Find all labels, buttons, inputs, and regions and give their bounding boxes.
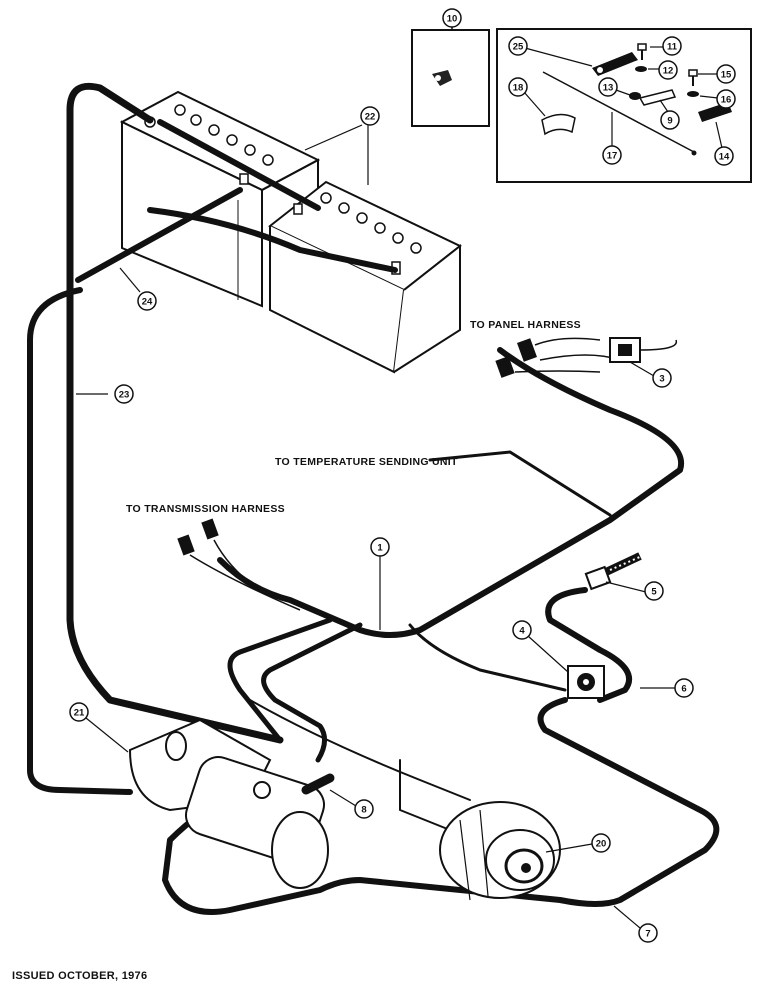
callout-17: 17 [602,112,622,165]
callout-22: 22 [304,106,380,185]
part-5-sender [584,552,643,591]
callout-20: 20 [545,833,611,853]
svg-text:11: 11 [667,42,678,53]
callout-16: 16 [699,89,736,109]
callout-25: 25 [508,36,593,67]
svg-text:10: 10 [447,14,458,25]
svg-text:14: 14 [719,152,730,163]
alternator-20 [439,801,561,901]
callout-4: 4 [512,620,569,673]
part-4-regulator [567,665,605,699]
callout-3: 3 [629,361,672,388]
panel-harness-connectors [495,337,621,378]
svg-text:23: 23 [119,390,130,401]
svg-text:15: 15 [721,70,732,81]
label-temp-sending-unit: TO TEMPERATURE SENDING UNIT [275,456,458,468]
svg-text:8: 8 [361,805,366,816]
transmission-harness-connectors [177,518,301,611]
callout-18: 18 [508,77,546,117]
svg-text:24: 24 [142,297,153,308]
svg-text:9: 9 [667,116,672,127]
svg-text:13: 13 [603,83,614,94]
ground-cable [27,287,133,795]
callout-5: 5 [605,581,664,601]
callout-6: 6 [640,678,694,698]
svg-text:16: 16 [721,95,732,106]
callout-23: 23 [76,384,134,404]
svg-text:20: 20 [596,839,607,850]
svg-text:4: 4 [519,626,525,637]
part-8-lead [301,773,335,795]
callout-8: 8 [329,789,374,819]
svg-text:12: 12 [663,66,674,77]
harness-1 [217,347,685,638]
callout-1: 1 [370,537,390,630]
callout-10: 10 [442,8,462,30]
svg-text:18: 18 [513,83,524,94]
callout-9: 9 [659,99,680,130]
callout-15: 15 [698,64,736,84]
cable-6 [545,587,633,703]
callout-13: 13 [598,77,631,97]
cable-23 [66,82,284,744]
inset-clip-box [411,29,490,127]
svg-text:3: 3 [659,374,664,385]
callout-7: 7 [613,905,658,943]
svg-text:22: 22 [365,112,376,123]
cable-7 [162,697,720,915]
battery-right [268,180,462,374]
svg-text:6: 6 [681,684,686,695]
svg-text:25: 25 [513,42,524,53]
svg-text:5: 5 [651,587,657,598]
svg-text:17: 17 [607,151,618,162]
svg-text:1: 1 [377,543,383,554]
svg-text:7: 7 [645,929,650,940]
starter-motor-21 [128,718,329,889]
callout-11: 11 [650,36,682,56]
label-transmission-harness: TO TRANSMISSION HARNESS [126,503,285,515]
callout-24: 24 [119,267,157,311]
issue-date-footer: ISSUED OCTOBER, 1976 [12,970,148,982]
callout-14: 14 [714,121,734,166]
cable-24 [75,187,398,283]
part-3-switch [609,337,678,363]
svg-text:21: 21 [74,708,85,719]
callout-21: 21 [69,702,129,753]
label-panel-harness: TO PANEL HARNESS [470,319,581,331]
callout-12: 12 [648,60,678,80]
inset-hardware-box [496,28,752,183]
